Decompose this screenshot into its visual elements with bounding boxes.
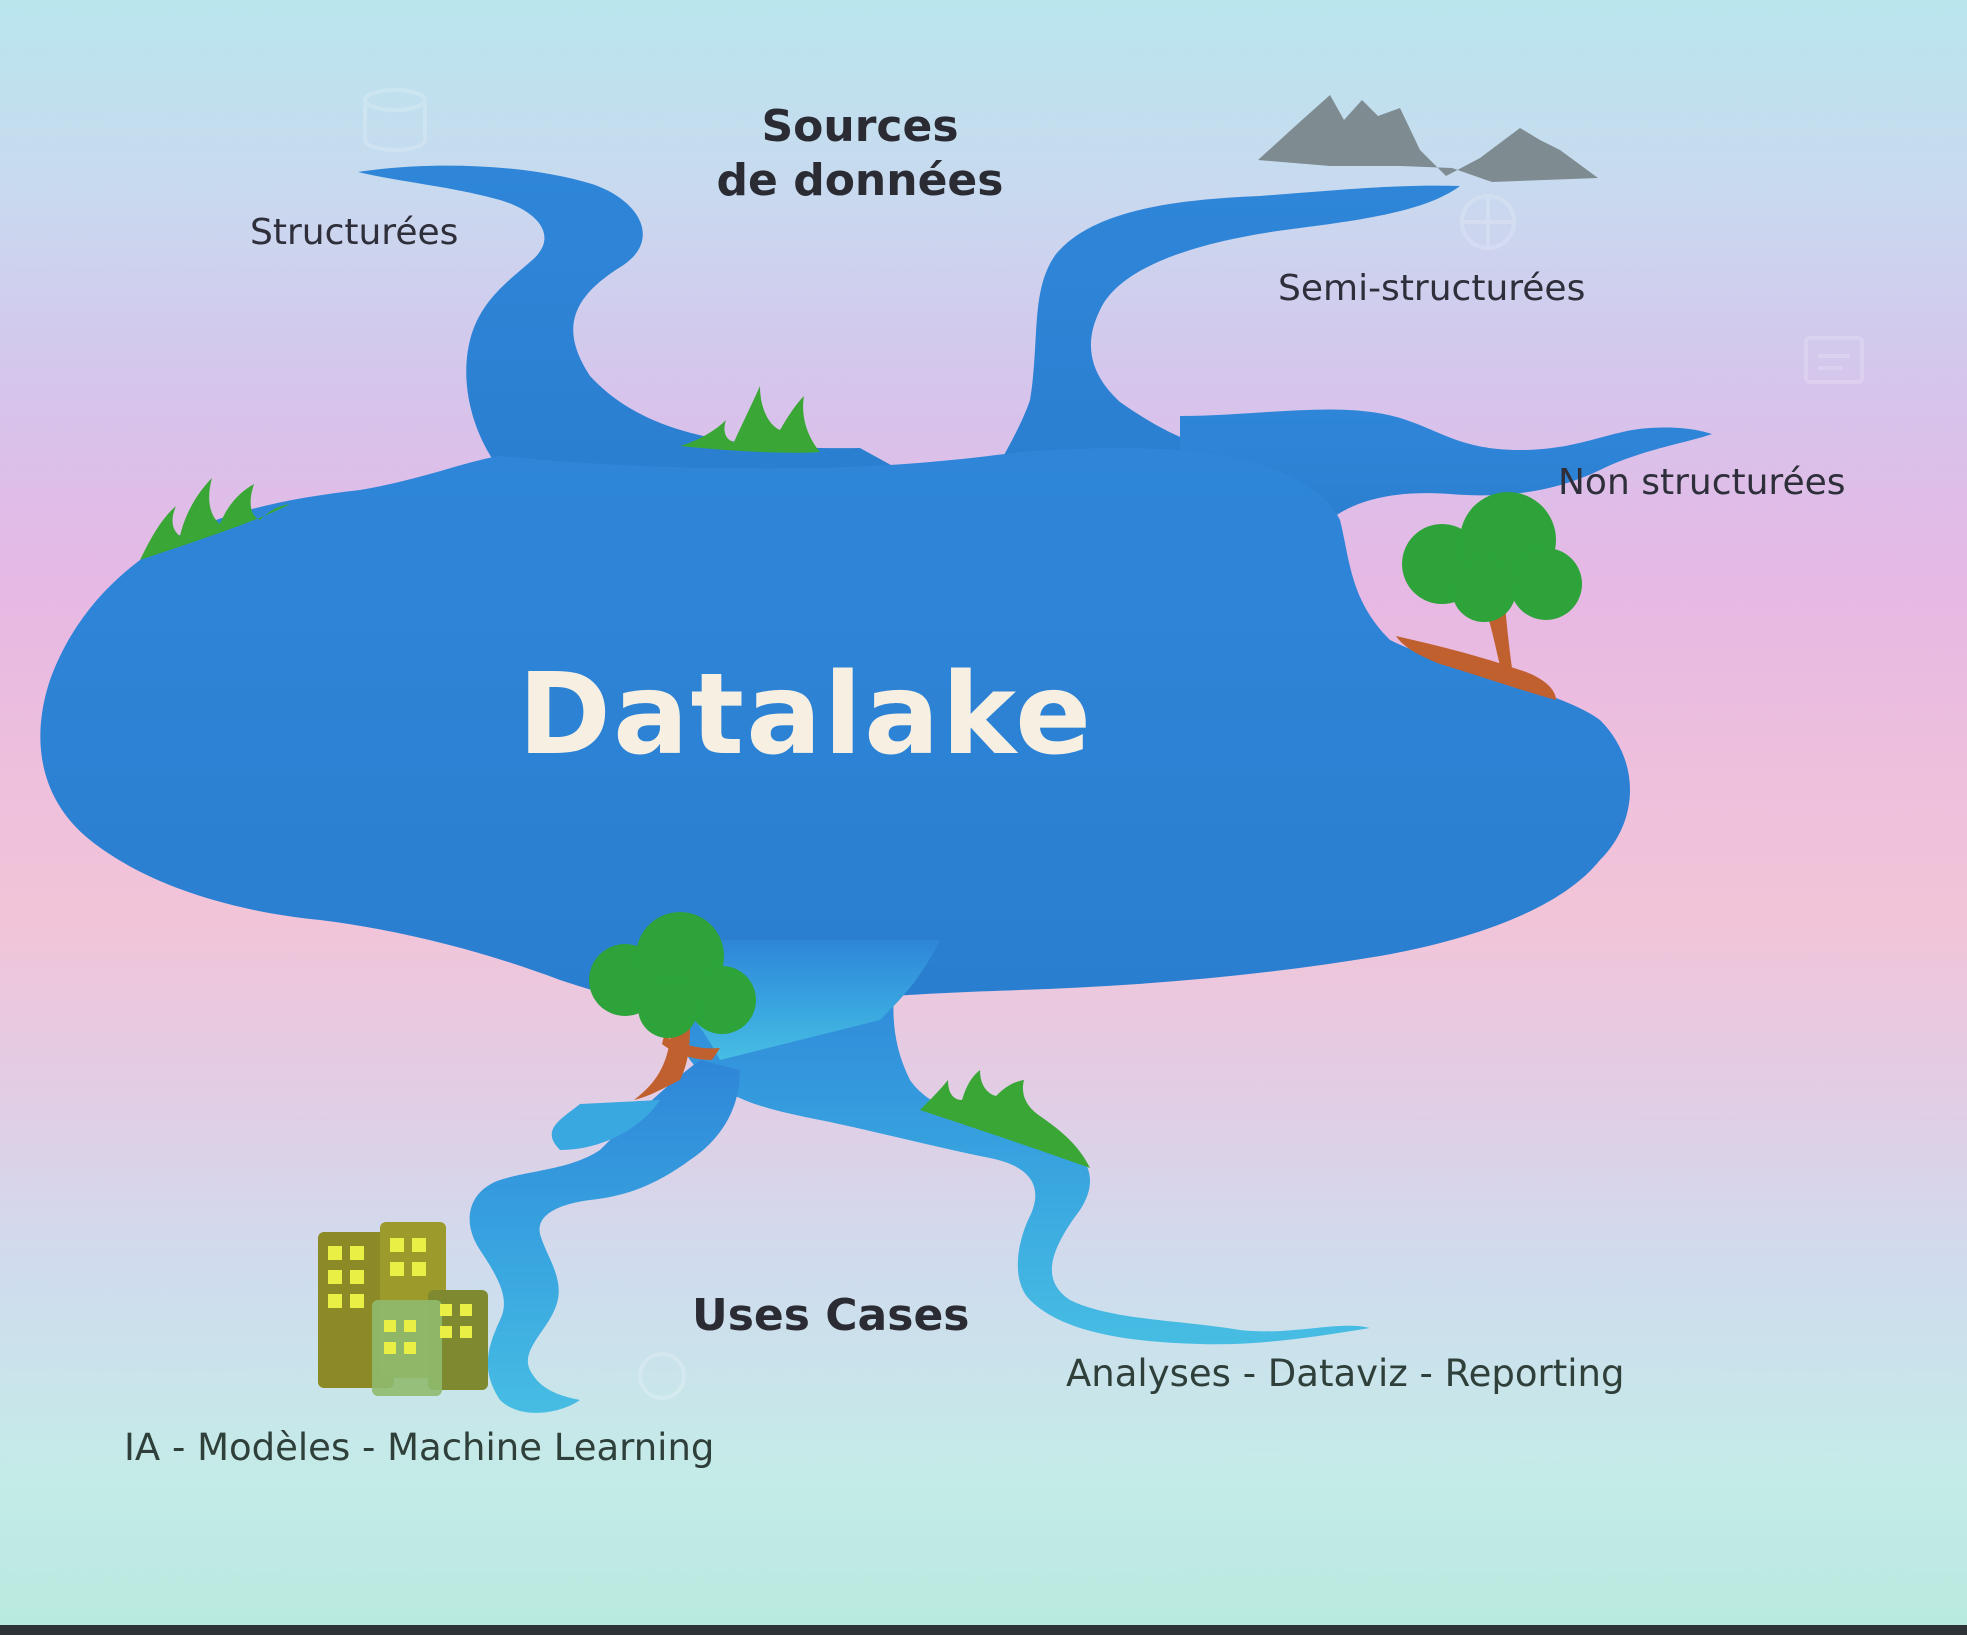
faint-chart-icon xyxy=(638,1352,686,1400)
faint-globe-icon xyxy=(1460,194,1516,250)
faint-database-icon xyxy=(363,88,427,152)
grass-icon xyxy=(140,386,1090,1168)
datalake-label: Datalake xyxy=(518,650,1094,780)
source-structured-label: Structurées xyxy=(250,212,459,253)
lake-shape xyxy=(40,448,1631,1013)
sources-title-line-1: Sources xyxy=(761,101,959,152)
use-case-analytics-label: Analyses - Dataviz - Reporting xyxy=(1066,1352,1625,1395)
sources-title-line-2: de données xyxy=(716,155,1004,206)
use-cases-title: Uses Cases xyxy=(692,1290,970,1341)
faint-document-icon xyxy=(1804,336,1864,384)
mountain-icon xyxy=(1258,95,1598,182)
river-wisp xyxy=(551,1100,660,1150)
screen-bottom-edge xyxy=(0,1625,1967,1635)
tree-icon xyxy=(1396,492,1582,700)
use-case-ai-label: IA - Modèles - Machine Learning xyxy=(124,1426,715,1469)
tree-icon xyxy=(589,912,756,1100)
usecase-rivers xyxy=(469,940,1370,1413)
source-unstructured-label: Non structurées xyxy=(1558,462,1846,503)
sources-title: Sources de données xyxy=(690,100,1030,208)
source-semi-structured-label: Semi-structurées xyxy=(1278,268,1586,309)
buildings-icon xyxy=(318,1222,488,1396)
